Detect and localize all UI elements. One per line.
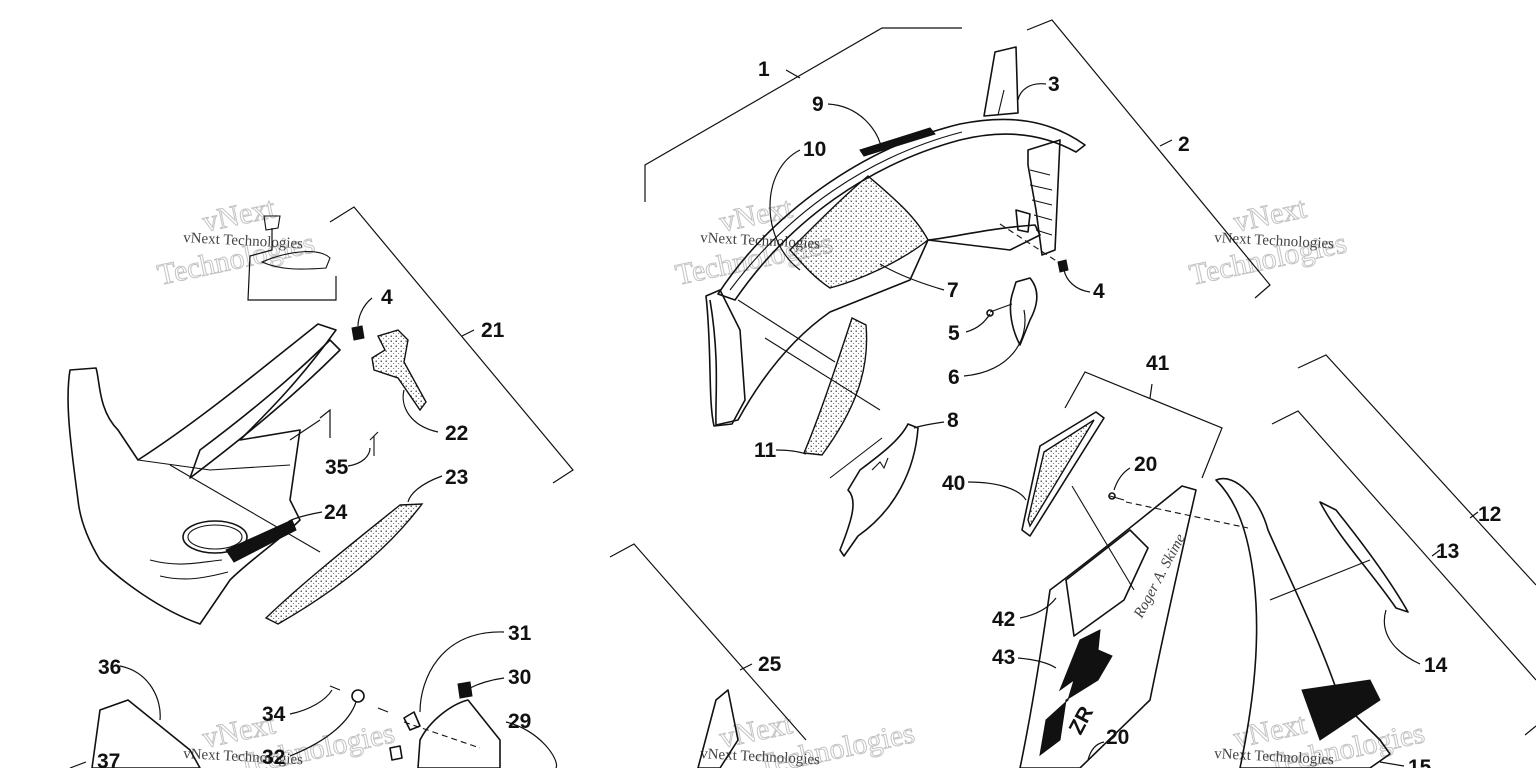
callout-31: 31 <box>508 622 532 645</box>
callout-4-top: 4 <box>1093 280 1105 303</box>
callout-21: 21 <box>481 319 505 342</box>
callout-23: 23 <box>445 466 468 489</box>
callout-9: 9 <box>812 93 824 116</box>
callout-2: 2 <box>1178 133 1190 156</box>
callout-5: 5 <box>948 322 960 345</box>
side-panel-assembly <box>67 215 427 625</box>
callout-22: 22 <box>445 422 468 445</box>
lower-assembly <box>91 681 739 768</box>
callout-35: 35 <box>325 456 349 479</box>
callout-32: 32 <box>262 746 285 768</box>
callout-13: 13 <box>1436 540 1459 563</box>
callout-4-left: 4 <box>381 286 393 309</box>
callout-12: 12 <box>1478 503 1501 526</box>
callout-7: 7 <box>947 279 959 302</box>
callout-leaders <box>69 69 1479 768</box>
decal-model-text: ZR <box>1065 703 1098 739</box>
callout-25: 25 <box>758 653 782 676</box>
callout-41: 41 <box>1146 352 1170 375</box>
callout-6: 6 <box>948 366 960 389</box>
watermark-left: vNext Technologies vNext Technologies <box>154 191 318 293</box>
hood-front-assembly <box>705 46 1086 557</box>
callout-30: 30 <box>508 666 531 689</box>
callout-37: 37 <box>97 750 120 768</box>
bracket-41 <box>1064 371 1223 479</box>
svg-text:vNext Technologies: vNext Technologies <box>1214 230 1335 252</box>
decal-signature-text: Roger A. Skime <box>1131 531 1189 621</box>
callout-10: 10 <box>803 138 826 161</box>
callout-42: 42 <box>992 608 1015 631</box>
callout-43: 43 <box>992 646 1015 669</box>
callout-1: 1 <box>758 58 770 81</box>
callout-24: 24 <box>324 501 348 524</box>
watermark-right: vNext Technologies vNext Technologies <box>1186 191 1350 293</box>
svg-text:vNext Technologies: vNext Technologies <box>183 746 304 768</box>
bracket-1-2 <box>644 19 1271 299</box>
bracket-25 <box>609 543 807 741</box>
bracket-21 <box>329 206 574 484</box>
svg-text:vNext Technologies: vNext Technologies <box>183 230 304 252</box>
callout-15: 15 <box>1408 756 1432 768</box>
callout-14: 14 <box>1424 654 1448 677</box>
callout-29: 29 <box>508 710 531 733</box>
callout-20-top: 20 <box>1134 453 1157 476</box>
bracket-12-13 <box>1271 354 1536 736</box>
callout-34: 34 <box>262 703 286 726</box>
callout-8: 8 <box>947 409 959 432</box>
callout-11: 11 <box>754 439 777 462</box>
callout-40: 40 <box>942 472 965 495</box>
callout-20-bottom: 20 <box>1106 726 1129 749</box>
callout-3: 3 <box>1048 73 1060 96</box>
watermark-bottom-left: vNext Technologies vNext Technologies <box>183 707 398 768</box>
right-side-panel-assembly <box>1019 411 1409 768</box>
callout-36: 36 <box>98 656 121 679</box>
callout-numbers: 1 2 3 4 4 5 6 7 8 9 10 11 12 13 14 15 20… <box>97 58 1501 768</box>
